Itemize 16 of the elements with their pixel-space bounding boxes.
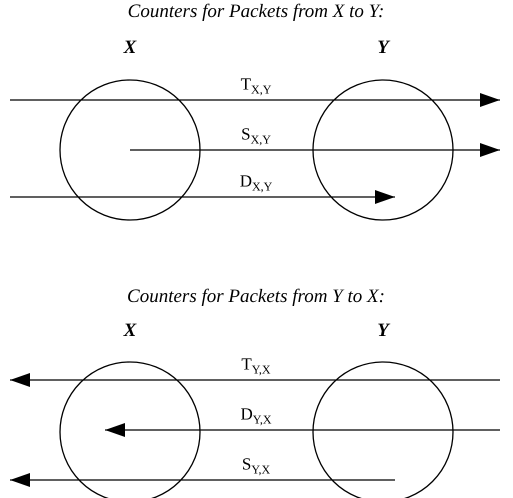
heading: Counters for Packets from Y to X: (127, 286, 385, 308)
node-label: X (124, 321, 136, 341)
node-label: X (124, 38, 136, 58)
circle-node (59, 38, 201, 221)
arrow (130, 143, 500, 157)
arrow (10, 373, 500, 387)
circle-node (312, 321, 454, 498)
circle-node (59, 321, 201, 498)
node-label: Y (377, 38, 389, 58)
arrow (105, 423, 500, 437)
node-label: Y (377, 321, 389, 341)
heading: Counters for Packets from X to Y: (128, 1, 384, 23)
arrow (10, 473, 395, 487)
arrow (10, 190, 395, 204)
arrow (10, 93, 500, 107)
circle-node (312, 38, 454, 221)
